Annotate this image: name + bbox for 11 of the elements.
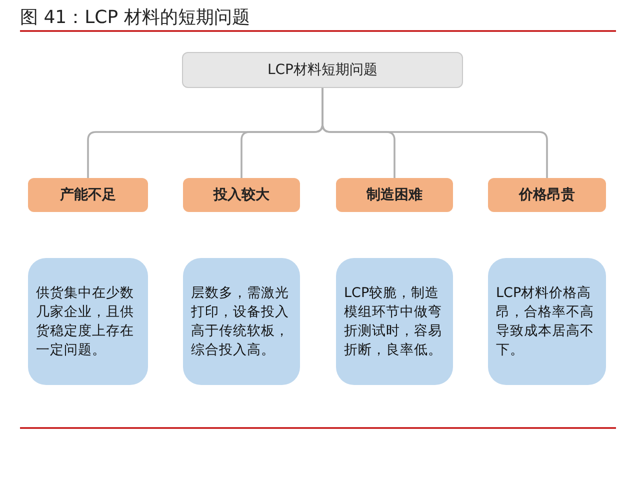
- description-box: LCP较脆，制造模组环节中做弯折测试时，容易折断，良率低。: [336, 258, 453, 385]
- title-box: LCP材料短期问题: [182, 52, 463, 88]
- description-box: 层数多，需激光打印，设备投入高于传统软板，综合投入高。: [183, 258, 300, 385]
- category-box: 投入较大: [183, 178, 300, 212]
- description-box: LCP材料价格高昂，合格率不高导致成本居高不下。: [488, 258, 606, 385]
- category-box: 产能不足: [28, 178, 148, 212]
- description-box: 供货集中在少数几家企业，且供货稳定度上存在一定问题。: [28, 258, 148, 385]
- category-box: 制造困难: [336, 178, 453, 212]
- category-box: 价格昂贵: [488, 178, 606, 212]
- bracket-connector: [322, 88, 548, 178]
- figure-title: 图 41：LCP 材料的短期问题: [20, 6, 250, 29]
